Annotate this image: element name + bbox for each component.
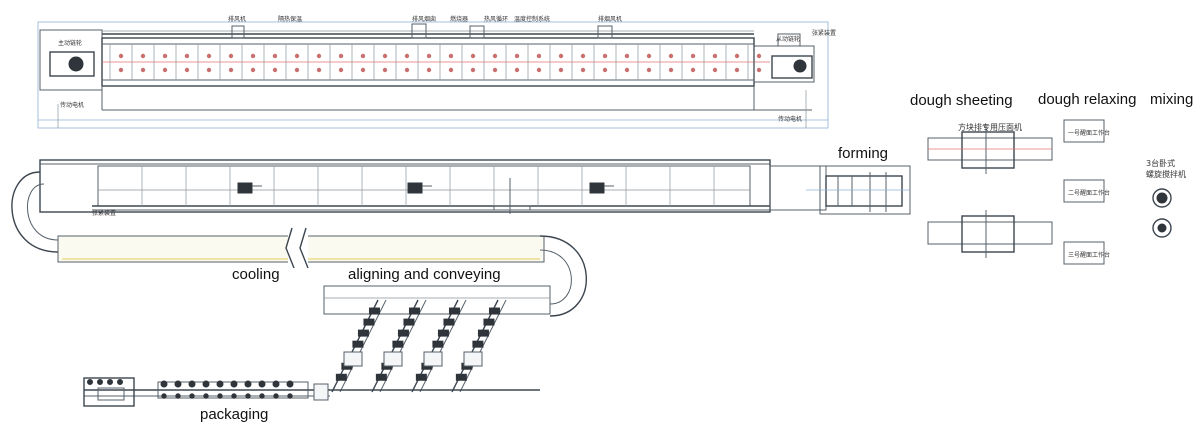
stage-label-dough-relaxing: dough relaxing — [1038, 91, 1137, 108]
packing-chute — [451, 299, 507, 393]
aligning-belt — [323, 285, 551, 315]
packaging-start-unit — [83, 377, 135, 407]
stage-label-aligning: aligning and conveying — [348, 266, 501, 283]
relaxing-table-label: 二号醒面工作台 — [1068, 190, 1111, 197]
oven-annotation: 排风机 — [228, 16, 247, 23]
packing-chute — [331, 299, 387, 393]
relaxing-table-1 — [1063, 119, 1105, 143]
oven-annotation: 主动链轮 — [58, 40, 83, 47]
relaxing-table-label: 一号醒面工作台 — [1068, 130, 1111, 137]
cooling-fan — [589, 182, 614, 194]
oven-annotation: 传动电机 — [60, 102, 85, 109]
mixer-2 — [1152, 218, 1172, 238]
stage-label-forming: forming — [838, 145, 889, 162]
oven-annotation: 排风烟囱 — [412, 16, 437, 23]
stage-label-cooling: cooling — [232, 266, 280, 283]
dough-sheeter-upper — [927, 126, 1053, 174]
stage-label-mixing: mixing — [1150, 91, 1194, 108]
cooling-left-turn — [11, 171, 59, 253]
oven-segments — [109, 44, 762, 80]
packaging-junction — [313, 383, 329, 401]
oven-annotation: 燃烧器 — [450, 16, 469, 23]
relaxing-table-3 — [1063, 241, 1105, 265]
packing-chute — [371, 299, 427, 393]
mixer-label: 3台卧式 螺旋搅拌机 — [1146, 159, 1186, 179]
oven-annotation: 从动链轮 — [776, 36, 801, 43]
dough-sheeter-lower — [927, 210, 1053, 258]
oven-annotation: 排烟风机 — [598, 16, 623, 23]
stage-label-packaging: packaging — [200, 406, 269, 423]
relaxing-table-label: 三号醒面工作台 — [1068, 252, 1111, 259]
stage-label-dough-sheeting: dough sheeting — [910, 92, 1013, 109]
forming-machine — [806, 165, 911, 215]
oven-annotation: 温度控制系统 — [514, 16, 551, 23]
cooling-tunnel — [39, 159, 771, 213]
oven-annotation: 张紧装置 — [92, 210, 117, 217]
relaxing-table-2 — [1063, 179, 1105, 203]
aligning-conveyor — [323, 235, 587, 317]
oven-guide-frame — [37, 21, 829, 129]
oven-annotation: 热风循环 — [484, 16, 509, 23]
oven-annotation: 张紧装置 — [812, 30, 837, 37]
cooling-conveyor — [11, 159, 827, 269]
oven-annotation: 传动电机 — [778, 116, 803, 123]
oven-annotation: 隔热保温 — [278, 16, 303, 23]
packing-chutes — [331, 299, 507, 393]
oven-assembly — [37, 21, 829, 129]
packaging-line — [83, 377, 540, 407]
cooling-fan — [407, 182, 432, 194]
packing-chute — [411, 299, 467, 393]
aligning-right-turn — [539, 235, 587, 317]
mixer-1 — [1152, 188, 1172, 208]
cooling-fan — [237, 182, 262, 194]
sheeter-title: 方块排专用压面机 — [958, 123, 1022, 132]
